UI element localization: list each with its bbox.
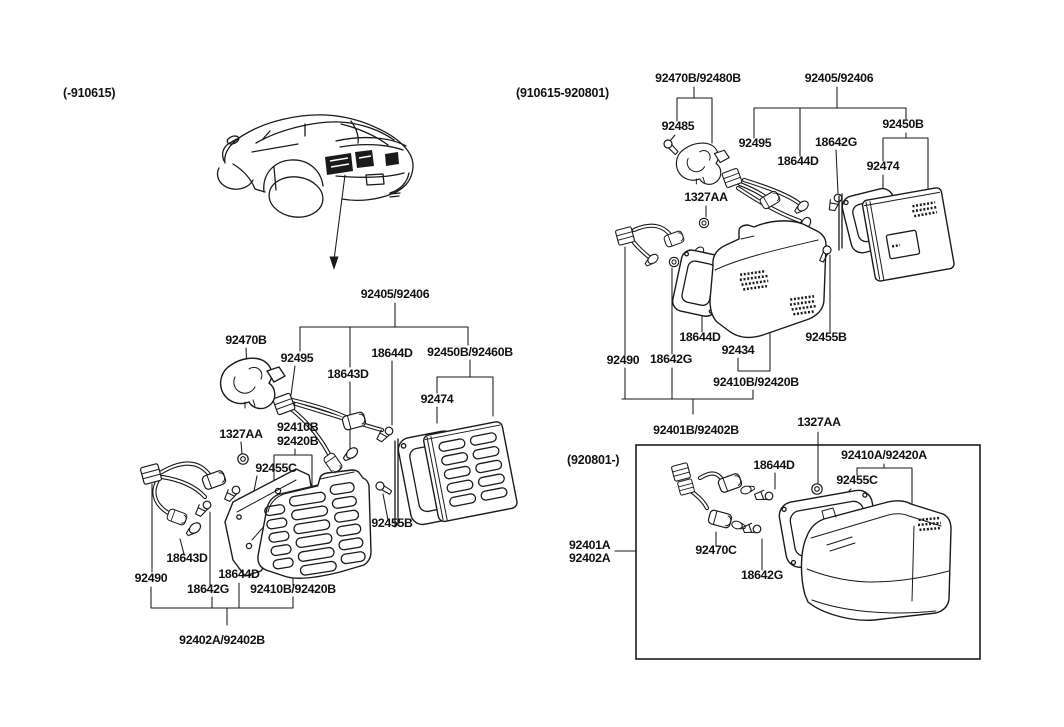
backup-lamp-lens-92450b [423, 421, 518, 523]
part-label-1327aa: 1327AA [219, 427, 263, 441]
header-mid: (910615-920801) [516, 86, 609, 100]
part-label-18642g-3: 18642G [650, 352, 692, 366]
part-label-18643d: 18643D [327, 367, 369, 381]
part-label-92410b-92420b-2: 92410B/92420B [713, 375, 799, 389]
part-label-18642g-4: 18642G [741, 568, 783, 582]
part-label-92410b-92420b: 92410B/92420B [250, 582, 336, 596]
bulb-18643d [340, 445, 361, 464]
part-label-92401b-92402b: 92401B/92402B [653, 423, 739, 437]
bulb-socket-18642g-late [741, 520, 763, 538]
part-label-92405-92406-2: 92405/92406 [805, 71, 874, 85]
part-label-92455c-2: 92455C [836, 473, 878, 487]
part-label-92490-2: 92490 [607, 353, 640, 367]
header-early: (-910615) [63, 86, 115, 100]
grommet-1327aa [237, 453, 249, 465]
part-label-92410a-92420a: 92410A/92420A [841, 448, 927, 462]
wiring-harness-92490-mid [614, 223, 686, 269]
header-late: (920801-) [567, 453, 619, 467]
part-label-92474-2: 92474 [867, 159, 900, 173]
car-rear-illustration [216, 114, 414, 218]
part-label-18642g: 18642G [187, 582, 229, 596]
backup-lamp-lens-92450b-mid [861, 187, 955, 282]
tail-lamp-92410a [800, 500, 952, 621]
grommet-1327aa-late [811, 483, 823, 495]
socket-cover-92470b [219, 357, 286, 410]
part-label-92485: 92485 [662, 119, 695, 133]
part-label-92402a: 92402A [569, 551, 611, 565]
grommet-1327aa-mid [698, 217, 710, 229]
diagram-early [139, 114, 518, 626]
part-label-92455b: 92455B [371, 516, 413, 530]
part-label-18644d-4: 18644D [679, 330, 721, 344]
part-label-18642g-2: 18642G [815, 135, 857, 149]
screw-92455b [374, 480, 394, 496]
wiring-harness-92490 [139, 461, 228, 539]
part-label-18644d: 18644D [371, 346, 413, 360]
socket-cover-92470b-92480b [675, 142, 730, 185]
bulb-socket-18644d-late [753, 487, 775, 505]
late-diagram-frame [635, 444, 981, 660]
screw-92485 [661, 137, 682, 156]
part-label-18643d-2: 18643D [166, 551, 208, 565]
diagram-mid [614, 86, 955, 415]
part-label-92474: 92474 [421, 392, 454, 406]
part-label-18644d-2: 18644D [218, 567, 260, 581]
part-label-92470b: 92470B [225, 333, 267, 347]
part-label-92402a-92402b: 92402A/92402B [179, 633, 265, 647]
part-label-1327aa-3: 1327AA [797, 415, 841, 429]
part-label-92470c: 92470C [695, 543, 737, 557]
lamp-body-92434 [709, 220, 827, 339]
diagram-late [614, 431, 981, 660]
part-label-92434: 92434 [722, 343, 755, 357]
part-label-92401a: 92401A [569, 538, 611, 552]
part-label-1327aa-2: 1327AA [684, 190, 728, 204]
wiring-harness-92495-mid [721, 167, 814, 234]
part-label-92495-2: 92495 [739, 136, 772, 150]
screw-18642g-top [828, 192, 844, 213]
tail-lamp-lens-92410b [257, 469, 372, 579]
wiring-harness-92470c [670, 461, 756, 532]
pointer-arrow [329, 174, 346, 270]
part-label-92405-92406: 92405/92406 [361, 287, 430, 301]
screw-18642g-mid [668, 256, 680, 268]
part-label-18644d-3: 18644D [777, 154, 819, 168]
part-label-92470b-92480b: 92470B/92480B [655, 71, 741, 85]
part-label-92495: 92495 [281, 351, 314, 365]
part-label-92455b-2: 92455B [805, 330, 847, 344]
wiring-harness-92495 [272, 392, 385, 475]
part-label-18644d-5: 18644D [753, 458, 795, 472]
seal-plate-mid [838, 193, 843, 251]
mid-leader-lines [621, 86, 929, 415]
part-label-92455c: 92455C [255, 461, 297, 475]
part-label-92450b-92460b: 92450B/92460B [427, 345, 513, 359]
part-label-92490: 92490 [135, 571, 168, 585]
seal-plate [394, 438, 399, 528]
part-label-92420b: 92420B [277, 434, 319, 448]
part-label-92410b: 92410B [277, 420, 319, 434]
part-label-92450b: 92450B [882, 117, 924, 131]
